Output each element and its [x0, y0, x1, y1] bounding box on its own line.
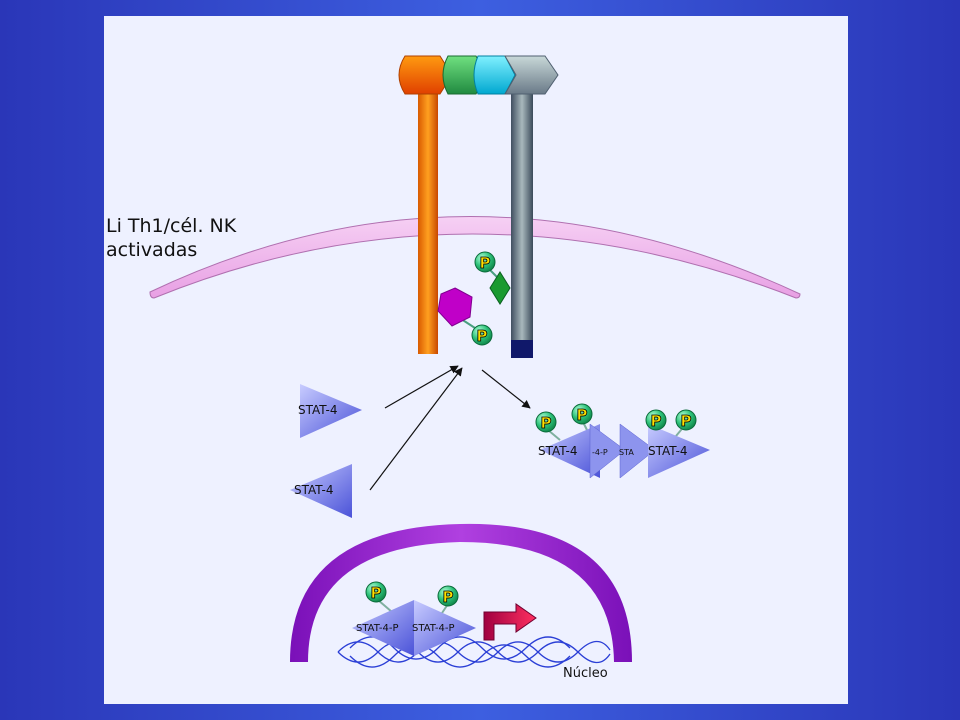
receptor — [398, 55, 559, 358]
stat4-label: STAT-4 — [298, 403, 338, 417]
arrows — [369, 365, 531, 491]
phosphate-label: P — [443, 588, 454, 606]
phosphate-icon: P — [365, 581, 387, 603]
stat4-dimer-nuclear: STAT-4-P STAT-4-P P P — [352, 581, 476, 656]
stat4-label: STAT-4 — [538, 444, 578, 458]
phosphate-label: P — [371, 584, 382, 602]
stat4-label: STAT-4 — [648, 444, 688, 458]
cell-type-label-line1: Li Th1/cél. NK — [106, 215, 237, 237]
phosphate-icon: P — [535, 411, 557, 433]
phosphate-label: P — [577, 406, 588, 424]
slide-background — [104, 16, 848, 704]
jak-diamond-icon — [489, 271, 511, 305]
stat4-mid-label: -4-P — [592, 448, 608, 457]
kinases — [437, 267, 511, 329]
transcription-arrow-icon — [483, 603, 537, 641]
arrow-recruit-2 — [369, 367, 463, 491]
phosphate-icon: P — [471, 324, 493, 346]
arrow-dimerize — [481, 369, 531, 409]
phosphate-label: P — [541, 414, 552, 432]
receptor-chain-orange — [418, 90, 438, 354]
stat4-phospho-cluster: STAT-4 -4-P STA STAT-4 P P P P — [535, 403, 710, 479]
nucleus-label: Núcleo — [563, 666, 608, 681]
phosphate-icon: P — [675, 409, 697, 431]
receptor-head-gray — [504, 55, 559, 95]
receptor-chain-gray — [511, 90, 533, 358]
dna-helix — [337, 636, 611, 668]
stat4-mid-label: STA — [619, 448, 634, 457]
phosphate-label: P — [651, 412, 662, 430]
phosphate-icon: P — [437, 585, 459, 607]
phosphate-label: P — [477, 327, 488, 345]
phosphate-icon: P — [645, 409, 667, 431]
cell-membrane — [149, 216, 801, 299]
stat4-monomer: STAT-4 — [298, 384, 362, 438]
phosphate-icon: P — [571, 403, 593, 425]
stat4-monomer: STAT-4 — [290, 464, 352, 518]
nucleus-envelope — [290, 523, 632, 662]
arrow-recruit-1 — [384, 365, 459, 409]
phosphate-label: P — [480, 254, 491, 272]
stat4-label: STAT-4 — [294, 483, 334, 497]
receptor-head-cyan — [473, 55, 516, 95]
receptor-phosphates: P P — [471, 251, 496, 346]
cell-type-label-line2: activadas — [106, 239, 198, 261]
phosphate-icon: P — [474, 251, 496, 273]
phosphate-label: P — [681, 412, 692, 430]
cell-type-label: Li Th1/cél. NK activadas — [106, 214, 236, 262]
kinase-pentagon — [437, 287, 473, 327]
stat4p-label: STAT-4-P — [412, 623, 455, 634]
stat4p-label: STAT-4-P — [356, 623, 399, 634]
